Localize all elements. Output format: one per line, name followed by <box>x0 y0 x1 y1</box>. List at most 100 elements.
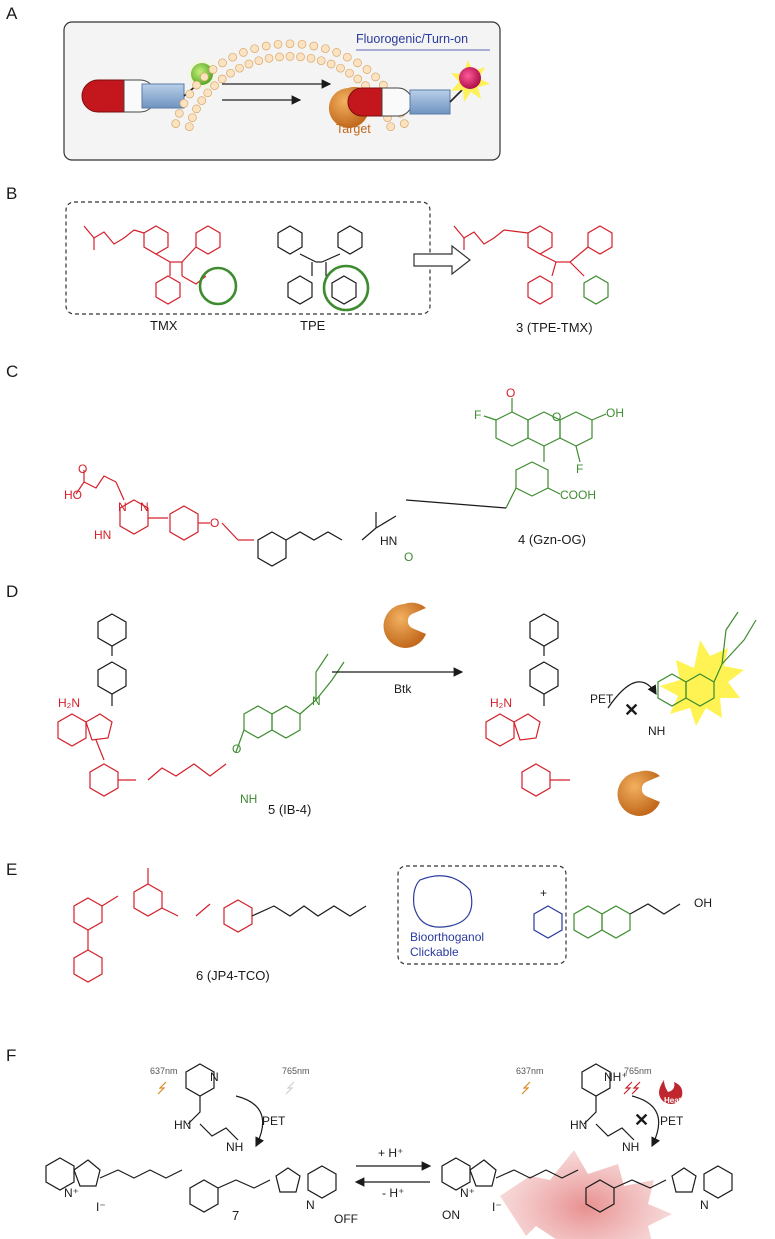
lipid-bead <box>264 53 274 63</box>
lipid-bead <box>275 52 284 62</box>
off-label: OFF <box>334 1212 358 1226</box>
cyanine-right <box>441 1157 733 1213</box>
atom-nplus-left: N⁺ <box>64 1186 79 1200</box>
atom-cooh: COOH <box>560 488 596 502</box>
panel-b-dashed-box <box>65 201 431 315</box>
lipid-bead <box>332 48 341 57</box>
atom-o-ring: O <box>552 410 562 424</box>
tpe-tmx-structure <box>453 225 613 305</box>
lipid-bead <box>353 58 362 68</box>
wl-765-right: 765nm <box>624 1066 652 1076</box>
lipid-bead <box>362 65 372 74</box>
btk-label: Btk <box>394 682 412 696</box>
iodide-left: I⁻ <box>96 1200 106 1214</box>
lipid-bead <box>171 119 181 128</box>
panel-d-letter: D <box>6 582 19 601</box>
tpe-tmx-green-ring <box>583 275 609 305</box>
tco-ring <box>413 875 473 928</box>
plus-sign: + <box>540 886 548 900</box>
wl-637-left: 637nm <box>150 1066 178 1076</box>
lipid-bead <box>353 74 363 84</box>
atom-hn-amide: HN <box>380 534 398 548</box>
lipid-bead <box>345 68 354 78</box>
atom-nh-left-f: NH <box>226 1140 244 1154</box>
lipid-bead <box>244 59 254 69</box>
bioorthogonal-box <box>397 865 567 965</box>
target-label: Target <box>336 122 371 136</box>
tpe-structure <box>277 225 363 305</box>
lipid-bead <box>296 52 305 62</box>
btk-enzyme <box>383 602 426 648</box>
lipid-bead <box>192 80 201 90</box>
atom-hn-left: HN <box>174 1118 192 1132</box>
panel-e <box>73 865 681 983</box>
lipid-bead <box>184 122 194 132</box>
tpe-phenyl-circle <box>322 264 370 312</box>
pet-label-d: PET <box>590 692 614 706</box>
wl-765-left: 765nm <box>282 1066 310 1076</box>
panel-f-letter: F <box>6 1046 17 1065</box>
panel-b-letter: B <box>6 184 18 203</box>
pet-block-x: ✕ <box>624 700 639 720</box>
panel-e-letter: E <box>6 860 18 879</box>
pet-block-x-right: ✕ <box>634 1110 649 1130</box>
iodide-right: I⁻ <box>492 1200 502 1214</box>
lightning-765-left <box>285 1081 295 1095</box>
ib4-product-pyrazolo <box>485 713 570 797</box>
bioorthogonal-line1: Bioorthoganol <box>410 930 485 944</box>
pet-right: PET <box>660 1114 684 1128</box>
atom-n1: N <box>118 500 127 514</box>
atom-oh-e: OH <box>694 896 712 910</box>
bioorthogonal-line2: Clickable <box>410 945 459 959</box>
lipid-bead <box>226 68 235 78</box>
lipid-bead <box>174 108 184 118</box>
lipid-bead <box>336 63 345 73</box>
ib4-label: 5 (IB-4) <box>268 802 312 817</box>
lipid-bead <box>250 44 259 54</box>
atom-nh-right: NH <box>648 724 666 738</box>
atom-n-left: N <box>312 694 321 708</box>
lipid-bead <box>306 53 316 63</box>
atom-nh-right-f: NH <box>622 1140 640 1154</box>
lipid-bead <box>192 104 201 114</box>
panel-b <box>65 201 613 315</box>
linker <box>257 499 507 567</box>
atom-n2: N <box>140 500 149 514</box>
atom-n-right-end: N <box>700 1198 709 1212</box>
target-protein <box>328 86 368 128</box>
fluorogenic-label: Fluorogenic/Turn-on <box>356 32 469 46</box>
tpe-tmx-label: 3 (TPE-TMX) <box>516 320 593 335</box>
lipid-bead <box>285 39 295 49</box>
atom-f-top: F <box>474 408 482 422</box>
lipid-bead <box>386 122 396 132</box>
lipid-bead <box>197 96 207 105</box>
ib4-product-phenoxy <box>529 613 559 706</box>
panel-d: ✕ <box>57 602 757 816</box>
lipid-bead <box>188 113 197 123</box>
ib4-coumarin <box>235 653 345 753</box>
gzn-ligand <box>75 470 254 541</box>
probe-right <box>347 60 490 117</box>
tpe-label: TPE <box>300 318 326 333</box>
lipid-bead <box>254 56 264 66</box>
lipid-bead <box>371 72 380 82</box>
wl-637-right: 637nm <box>516 1066 544 1076</box>
atom-n-left-end: N <box>306 1198 315 1212</box>
lipid-bead <box>203 88 213 98</box>
lipid-bead <box>185 89 195 99</box>
panel-a <box>63 21 501 161</box>
atom-nh2-left: H₂N <box>58 696 80 710</box>
atom-o-left: O <box>232 742 242 756</box>
atom-nhplus-right: NH⁺ <box>604 1070 628 1084</box>
lipid-bead <box>321 44 330 54</box>
reverse-label: - H⁺ <box>382 1186 405 1200</box>
lightning-637-right <box>521 1081 531 1095</box>
tmx-structure <box>83 225 221 305</box>
atom-nplus-right: N⁺ <box>460 1186 475 1200</box>
panel-c-letter: C <box>6 362 19 381</box>
cyanine-left <box>45 1157 337 1213</box>
lipid-bead <box>200 72 209 82</box>
heat-flame-icon <box>659 1080 683 1104</box>
panel-c <box>75 398 607 567</box>
jp4-tco-label: 6 (JP4-TCO) <box>196 968 270 983</box>
